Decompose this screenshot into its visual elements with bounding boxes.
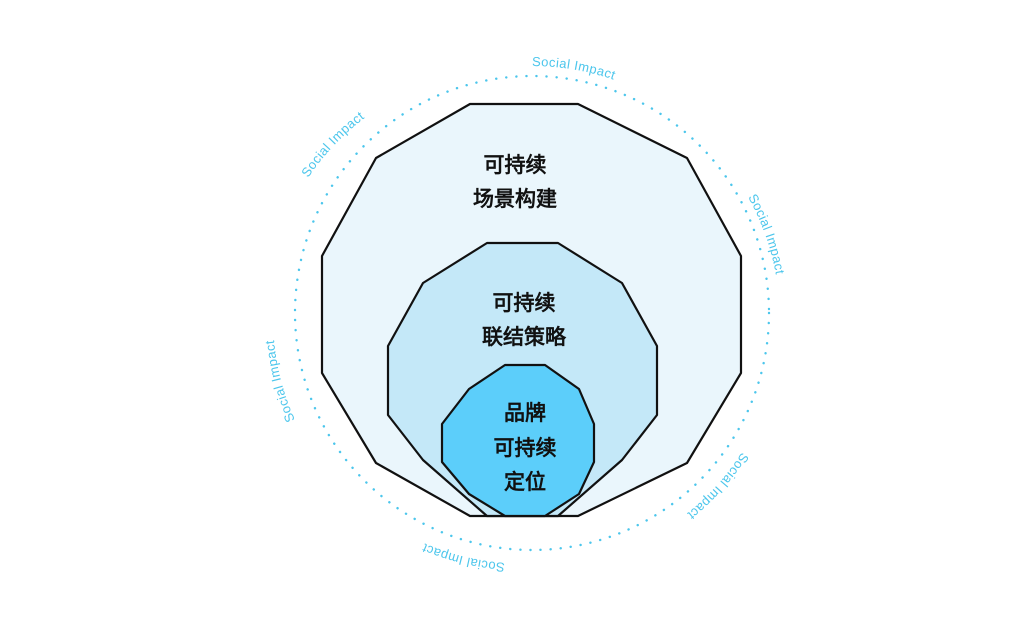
social-impact-label-left: Social Impact xyxy=(262,339,298,424)
inner-layer-label-line1: 品牌 xyxy=(504,401,546,425)
middle-layer-label-line2: 联结策略 xyxy=(482,325,567,349)
social-impact-label-topleft: Social Impact xyxy=(298,108,367,180)
social-impact-label-bottom: Social Impact xyxy=(420,541,506,575)
social-impact-label-top-path: Social Impact xyxy=(532,54,617,83)
social-impact-label-bottomright: Social Impact xyxy=(685,450,752,523)
outer-layer-label-line1: 可持续 xyxy=(484,153,547,177)
social-impact-label-bottom-path: Social Impact xyxy=(420,541,505,575)
middle-layer-label-line1: 可持续 xyxy=(493,291,556,315)
social-impact-label-right: Social Impact xyxy=(745,191,787,275)
inner-layer-label-line2: 可持续 xyxy=(494,436,557,460)
outer-layer-label-line2: 场景构建 xyxy=(473,187,557,211)
social-impact-label-topleft-path: Social Impact xyxy=(298,108,366,180)
social-impact-label-bottomright-path: Social Impact xyxy=(685,450,752,523)
social-impact-label-left-path: Social Impact xyxy=(262,339,297,424)
inner-layer-label-line3: 定位 xyxy=(504,470,546,494)
social-impact-label-top: Social Impact xyxy=(532,54,618,83)
social-impact-dotted-ring xyxy=(293,74,771,552)
inner-layer-shape xyxy=(440,363,596,518)
social-impact-label-right-path: Social Impact xyxy=(745,191,787,275)
